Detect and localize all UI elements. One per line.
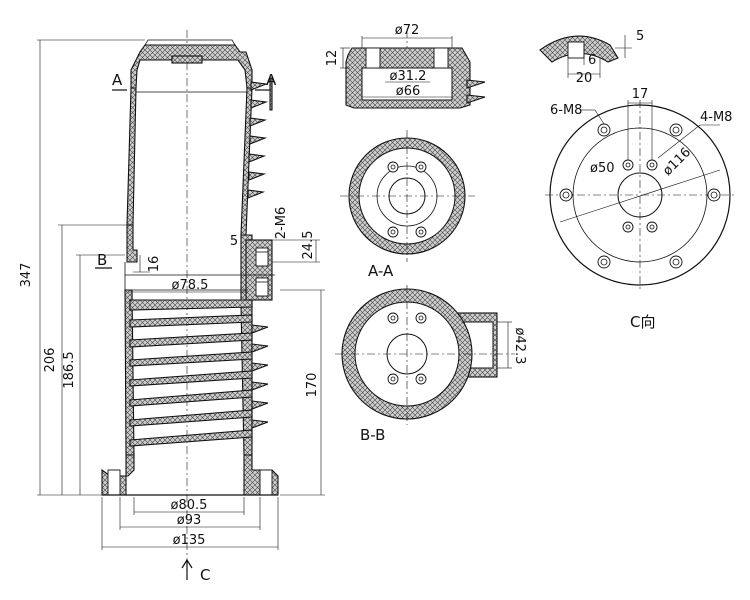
dim-50: ø50	[590, 161, 615, 176]
dim-m6: 2-M6	[274, 207, 289, 239]
small-detail: 5 6 20	[539, 29, 644, 86]
section-label-a-left: A	[112, 71, 123, 89]
dim-6-small: 6	[588, 53, 596, 68]
top-detail: ø72 12 ø31.2 ø66	[325, 23, 486, 110]
main-view: 347 206 186.5 170 16 ø78.5 2-M6 5 24.5 ø…	[19, 30, 325, 584]
view-c: 17 6-M8 4-M8 ø50 ø116 C向	[545, 87, 735, 331]
aa-bolts	[387, 161, 427, 238]
dim-170: 170	[305, 373, 320, 398]
dim-4-m8: 4-M8	[700, 110, 732, 125]
dim-6-m8: 6-M8	[550, 103, 582, 118]
view-label-c: C	[200, 566, 210, 584]
dim-42-3: ø42.3	[512, 328, 527, 365]
dim-66: ø66	[396, 84, 421, 99]
dim-16: 16	[147, 256, 162, 273]
dim-20-small: 20	[576, 71, 593, 86]
middle-flange	[126, 224, 138, 263]
section-label-a-right: A	[266, 71, 277, 89]
bb-bolts	[387, 312, 427, 385]
dim-206: 206	[43, 348, 58, 373]
dim-17: 17	[632, 87, 649, 102]
section-b-b: ø42.3 B-B	[335, 285, 527, 444]
upper-sheds	[247, 77, 273, 199]
dim-5-small: 5	[636, 29, 644, 44]
dim-24-5: 24.5	[301, 231, 316, 260]
dim-93: ø93	[177, 513, 202, 528]
dim-186-5: 186.5	[62, 351, 77, 388]
section-aa-label: A-A	[368, 262, 394, 280]
section-a-a: A-A	[340, 130, 475, 280]
section-label-b: B	[97, 251, 107, 269]
view-c-label: C向	[630, 313, 655, 331]
top-cap	[130, 44, 253, 89]
c-outer-bolts	[559, 123, 721, 269]
dim-72: ø72	[395, 23, 420, 38]
lower-sheds	[129, 299, 269, 447]
section-bb-label: B-B	[360, 426, 385, 444]
dim-80-5: ø80.5	[171, 498, 208, 513]
dim-347: 347	[19, 263, 34, 288]
lower-left-wall	[124, 289, 135, 456]
dim-31-2: ø31.2	[390, 69, 427, 84]
dim-5-main: 5	[230, 234, 238, 249]
dim-12: 12	[325, 50, 340, 67]
dim-78-5: ø78.5	[172, 278, 209, 293]
dim-135: ø135	[173, 533, 206, 548]
upper-left-wall	[126, 87, 137, 226]
